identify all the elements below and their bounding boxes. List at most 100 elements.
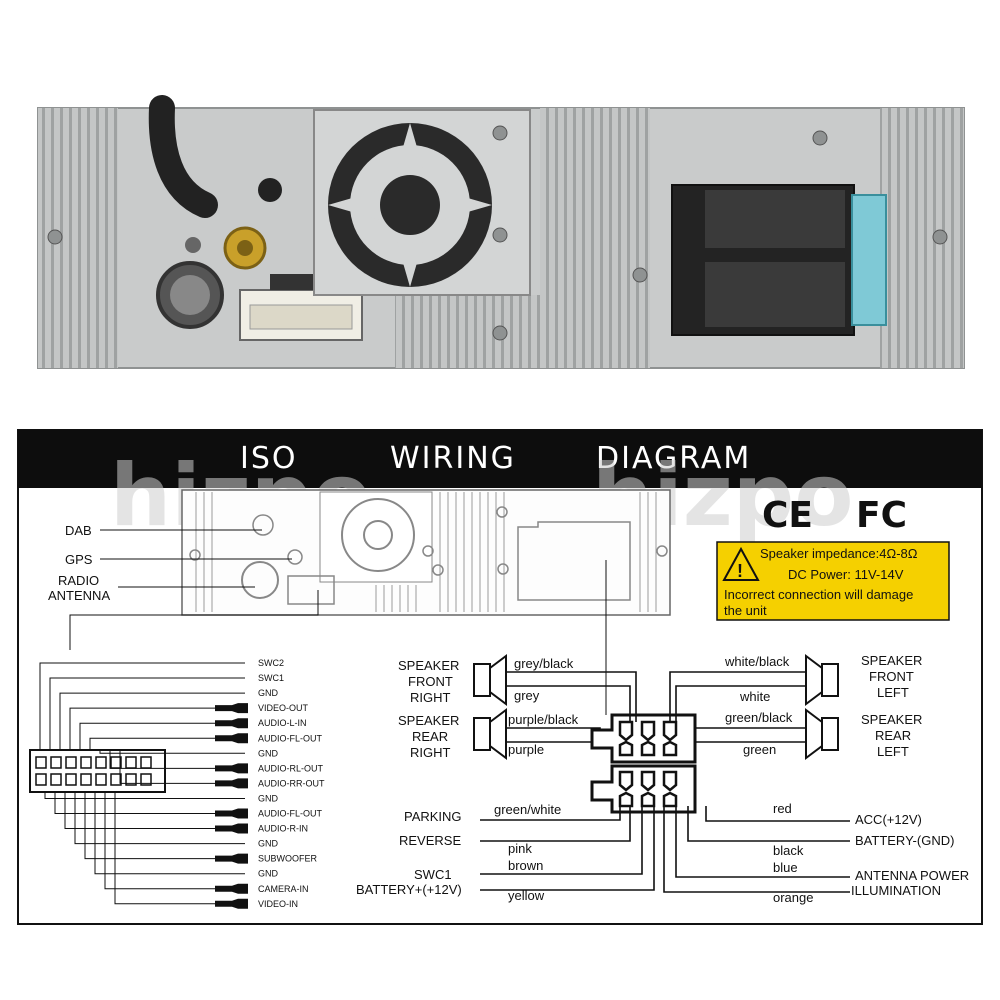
rca-wire — [44, 792, 245, 799]
rca-wire — [114, 792, 215, 905]
wire-green-black: green/black — [725, 710, 793, 725]
rca-wire — [99, 750, 245, 754]
wire-purple: purple — [508, 742, 544, 757]
power-wires-left — [480, 806, 655, 891]
rca-label: AUDIO-FL-OUT — [258, 809, 323, 819]
speaker-fl-1: SPEAKER — [861, 653, 922, 668]
screws — [47, 125, 948, 341]
rca-label: AUDIO-R-IN — [258, 824, 308, 834]
rca-plug-icon — [215, 808, 248, 819]
rca-plug-icon — [215, 853, 248, 864]
rca-wire — [59, 692, 245, 750]
rca-plug-icon — [215, 898, 248, 909]
rca-label: AUDIO-RR-OUT — [258, 778, 325, 788]
rca-plug-icon — [215, 763, 248, 774]
rca-wire — [64, 792, 215, 830]
wire-grey: grey — [514, 688, 540, 703]
rca-label: CAMERA-IN — [258, 884, 309, 894]
speaker-fl-3: LEFT — [877, 685, 909, 700]
rca-wire — [94, 792, 245, 875]
speaker-rr-3: RIGHT — [410, 745, 451, 760]
rca-plug-icon — [215, 823, 248, 834]
wire-orange: orange — [773, 890, 813, 905]
label-antenna: ANTENNA — [48, 588, 110, 603]
speaker-rr-1: SPEAKER — [398, 713, 459, 728]
rca-wires: SWC2SWC1GNDVIDEO-OUTAUDIO-L-INAUDIO-FL-O… — [39, 658, 325, 909]
label-swc1: SWC1 — [414, 867, 452, 882]
rca-wire — [49, 677, 245, 750]
rca-wire — [119, 750, 215, 784]
rca-wire — [79, 722, 215, 750]
rca-harness-connector — [29, 749, 166, 793]
rca-wire — [74, 792, 245, 845]
label-reverse: REVERSE — [399, 833, 461, 848]
label-illumination: ILLUMINATION — [851, 883, 941, 898]
rca-wire — [54, 792, 215, 814]
rca-label: AUDIO-FL-OUT — [258, 733, 323, 743]
rca-plug-icon — [215, 703, 248, 714]
speaker-rr-2: REAR — [412, 729, 448, 744]
speaker-front-left-icon — [805, 654, 839, 706]
wire-brown: brown — [508, 858, 543, 873]
rca-label: GND — [258, 793, 279, 803]
rca-plug-icon — [215, 883, 248, 894]
rca-wire — [69, 707, 215, 750]
wire-purple-black: purple/black — [508, 712, 579, 727]
speaker-rear-right-icon — [473, 708, 507, 760]
rca-label: VIDEO-OUT — [258, 703, 309, 713]
rca-label: AUDIO-L-IN — [258, 718, 307, 728]
rca-label: AUDIO-RL-OUT — [258, 763, 324, 773]
rca-label: SWC1 — [258, 673, 284, 683]
wire-red: red — [773, 801, 792, 816]
harness-plug-white — [239, 274, 363, 341]
rca-plug-icon — [215, 733, 248, 744]
rca-wire — [104, 792, 215, 890]
rca-wire — [109, 750, 215, 769]
warning-line1: Speaker impedance:4Ω-8Ω — [760, 546, 918, 561]
wire-blue: blue — [773, 860, 798, 875]
rca-label: GND — [258, 748, 279, 758]
speaker-fl-2: FRONT — [869, 669, 914, 684]
svg-text:!: ! — [737, 561, 743, 581]
label-radio: RADIO — [58, 573, 99, 588]
warning-line3: Incorrect connection will damage — [724, 587, 913, 602]
antenna-cable — [148, 95, 218, 218]
wire-green-white: green/white — [494, 802, 561, 817]
speaker-rear-left-icon — [805, 708, 839, 760]
gps-sma-connector — [223, 226, 267, 270]
warning-line4: the unit — [724, 603, 767, 618]
iso-connector-photo — [671, 184, 887, 336]
label-gps: GPS — [65, 552, 93, 567]
speaker-rl-2: REAR — [875, 728, 911, 743]
speaker-fr-2: FRONT — [408, 674, 453, 689]
header-bar — [18, 430, 982, 488]
iso-connector-upper — [590, 713, 697, 764]
wire-white-black: white/black — [724, 654, 790, 669]
label-battery-gnd: BATTERY-(GND) — [855, 833, 954, 848]
header-wiring: WIRING — [390, 441, 516, 476]
rca-wire — [39, 662, 245, 750]
label-acc: ACC(+12V) — [855, 812, 922, 827]
wire-grey-black: grey/black — [514, 656, 574, 671]
rca-wire — [84, 792, 215, 860]
speaker-wires — [506, 671, 806, 743]
speaker-rl-3: LEFT — [877, 744, 909, 759]
fcc-mark: FC — [856, 495, 907, 536]
cooling-fan — [328, 123, 492, 287]
rca-label: GND — [258, 839, 279, 849]
ce-mark: CE — [762, 495, 813, 536]
wire-black: black — [773, 843, 804, 858]
warning-triangle-icon — [722, 546, 760, 581]
rca-label: VIDEO-IN — [258, 899, 298, 909]
rca-plug-icon — [215, 778, 248, 789]
rca-label: GND — [258, 869, 279, 879]
speaker-fr-1: SPEAKER — [398, 658, 459, 673]
iso-connector-lower — [590, 764, 697, 814]
wire-green: green — [743, 742, 776, 757]
speaker-fr-3: RIGHT — [410, 690, 451, 705]
warning-line2: DC Power: 11V-14V — [788, 567, 904, 582]
rca-plug-icon — [215, 718, 248, 729]
wire-white: white — [739, 689, 770, 704]
warning-box: ! Speaker impedance:4Ω-8Ω DC Power: 11V-… — [716, 541, 950, 621]
